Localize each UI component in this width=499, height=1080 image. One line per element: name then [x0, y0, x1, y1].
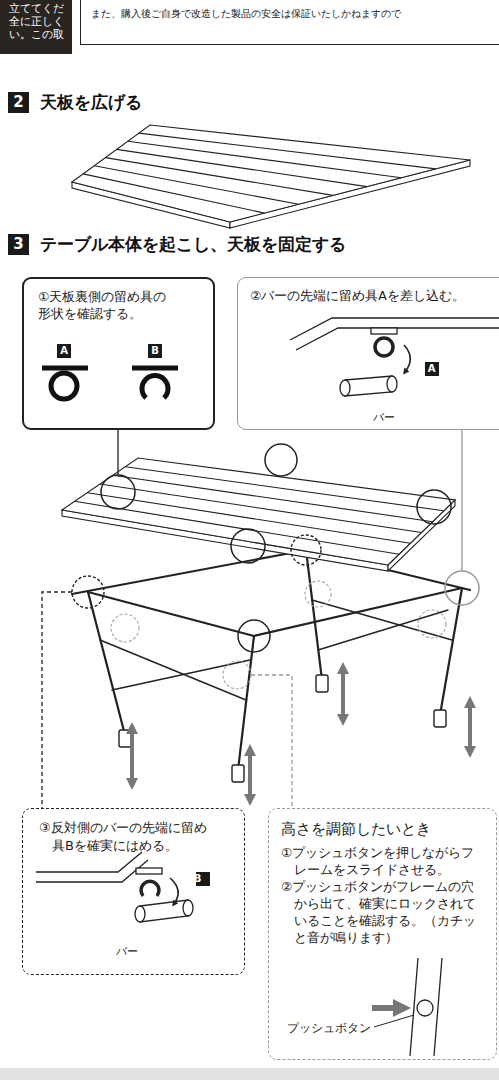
clip-letter: B [148, 344, 162, 358]
detail-circles [72, 444, 479, 689]
part-label: バー [116, 944, 138, 959]
clip-letter-text: A [425, 362, 439, 376]
instruction-text: ②バーの先端に留め具Aを差し込む。 [250, 287, 499, 304]
step-marker: 2天板を広げる [8, 92, 29, 113]
clip-a-detail [290, 318, 499, 396]
tip-title: 高さを調節したいとき [281, 819, 484, 839]
clip-letter: A [425, 362, 439, 376]
clip-letter-text: A [57, 344, 71, 358]
instruction-box: ①天板裏側の留め具の形状を確認する。 A B [22, 277, 215, 430]
tabletop-assembled [62, 458, 455, 571]
clip-letter-text: B [196, 872, 210, 886]
tip-step: ②プッシュボタンがフレームの穴から出て、確実にロックされていることを確認する。（… [281, 878, 484, 946]
warning-text: 立ててくだ 全に正しく い。この取 [9, 2, 66, 41]
leader-lines [42, 430, 462, 808]
step-marker: 3テーブル本体を起こし、天板を固定する [8, 234, 29, 255]
note-box: また、購入後ご自身で改造した製品の安全は保証いたしかねますので [80, 0, 499, 45]
part-label: バー [373, 410, 395, 425]
clip-letter-text: B [148, 344, 162, 358]
bottom-band [0, 1068, 499, 1080]
height-arrows [132, 668, 470, 800]
push-button-detail [372, 958, 442, 1056]
step-number: 2 [8, 92, 29, 113]
step-number: 3 [8, 234, 29, 255]
clip-symbols [42, 368, 178, 399]
tabletop-flat [72, 125, 470, 228]
instruction-box: ②バーの先端に留め具Aを差し込む。 A [237, 277, 499, 430]
tip-step: ①プッシュボタンを押しながらフレームをスライドさせる。 [281, 844, 484, 878]
clip-letter: B [196, 872, 210, 886]
instruction-text: ③反対側のバーの先端に留め具Bを確実にはめる。 [52, 819, 216, 855]
step-heading: 天板を広げる [40, 92, 142, 113]
step-heading: テーブル本体を起こし、天板を固定する [40, 234, 346, 255]
clip-b-detail [36, 852, 193, 922]
instruction-text: ①天板裏側の留め具の形状を確認する。 [38, 288, 169, 322]
note-text: また、購入後ご自身で改造した製品の安全は保証いたしかねますので [91, 7, 499, 21]
clip-letter: A [57, 344, 71, 358]
table-feet [119, 675, 446, 782]
part-label: プッシュボタン [287, 1020, 371, 1037]
warning-panel: 立ててくだ 全に正しく い。この取 [0, 0, 72, 54]
